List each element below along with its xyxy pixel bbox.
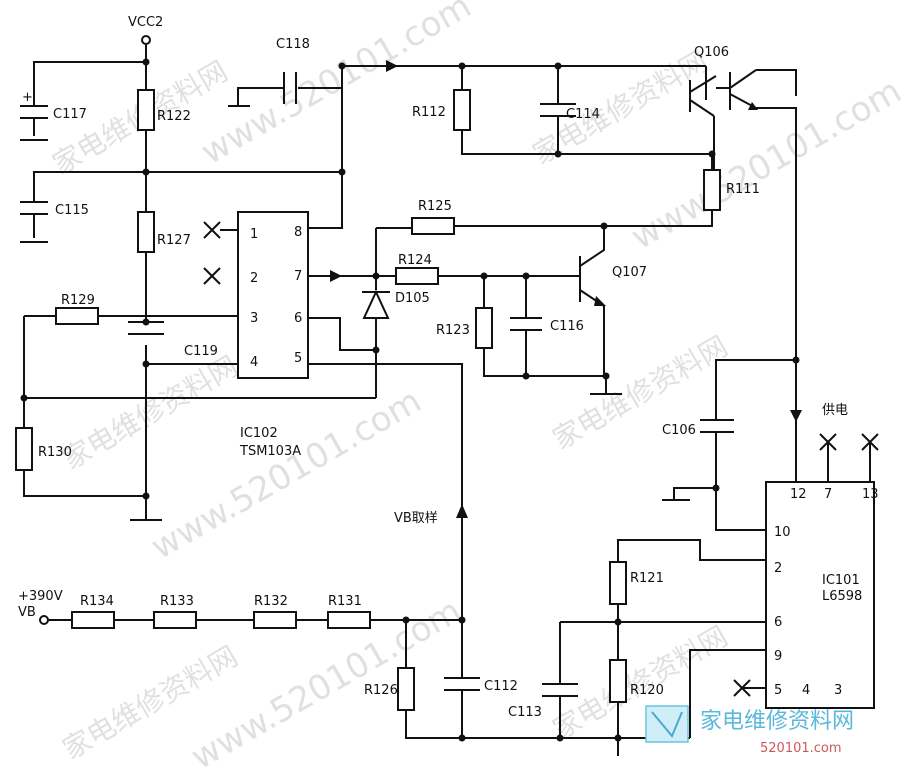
r132-label: R132 bbox=[254, 594, 288, 609]
vcc2-label: VCC2 bbox=[128, 15, 163, 30]
ic101-pin10: 10 bbox=[774, 525, 791, 540]
r120-label: R120 bbox=[630, 683, 664, 698]
ic102-pin3: 3 bbox=[250, 311, 258, 326]
ic101-pin2: 2 bbox=[774, 561, 782, 576]
r129-label: R129 bbox=[61, 293, 95, 308]
r111-label: R111 bbox=[726, 182, 760, 197]
c118-label: C118 bbox=[276, 37, 310, 52]
q106-label: Q106 bbox=[694, 45, 729, 60]
logo-cn-text: 家电维修资料网 bbox=[700, 709, 854, 734]
vb-terminal bbox=[39, 615, 49, 625]
ic101-pin4: 4 bbox=[802, 683, 810, 698]
watermark-cn: 家电维修资料网 bbox=[527, 44, 713, 171]
ic102-part: TSM103A bbox=[239, 444, 301, 459]
ic101-pin9: 9 bbox=[774, 649, 782, 664]
ic101-pin3: 3 bbox=[834, 683, 842, 698]
r130 bbox=[15, 427, 33, 471]
watermark-url: www.520101.com bbox=[195, 0, 479, 173]
q107-label: Q107 bbox=[612, 265, 647, 280]
power-supply-label: 供电 bbox=[822, 403, 848, 418]
c106-label: C106 bbox=[662, 423, 696, 438]
r120 bbox=[609, 659, 627, 703]
r121 bbox=[609, 561, 627, 605]
r111 bbox=[703, 169, 721, 211]
r127-label: R127 bbox=[157, 233, 191, 248]
ic102-ref: IC102 bbox=[240, 426, 278, 441]
ic102-body bbox=[237, 211, 309, 379]
r134 bbox=[71, 611, 115, 629]
ic102-pin1: 1 bbox=[250, 227, 258, 242]
c117-label: C117 bbox=[53, 107, 87, 122]
ic101-pin13: 13 bbox=[862, 487, 879, 502]
r122-label: R122 bbox=[157, 109, 191, 124]
vb-voltage-label: +390V bbox=[18, 589, 63, 604]
r123-label: R123 bbox=[436, 323, 470, 338]
r131 bbox=[327, 611, 371, 629]
r122 bbox=[137, 89, 155, 131]
ic102-pin2: 2 bbox=[250, 271, 258, 286]
r130-label: R130 bbox=[38, 445, 72, 460]
c114-label: C114 bbox=[566, 107, 600, 122]
r132 bbox=[253, 611, 297, 629]
ic101-body bbox=[765, 481, 875, 709]
r126 bbox=[397, 667, 415, 711]
r127 bbox=[137, 211, 155, 253]
watermark-cn: 家电维修资料网 bbox=[547, 329, 733, 456]
ic101-pin6: 6 bbox=[774, 615, 782, 630]
r133 bbox=[153, 611, 197, 629]
r112 bbox=[453, 89, 471, 131]
r134-label: R134 bbox=[80, 594, 114, 609]
r131-label: R131 bbox=[328, 594, 362, 609]
ic102-pin6: 6 bbox=[294, 311, 302, 326]
ic102-pin5: 5 bbox=[294, 351, 302, 366]
ic101-ref: IC101 bbox=[822, 573, 860, 588]
r125-label: R125 bbox=[418, 199, 452, 214]
r121-label: R121 bbox=[630, 571, 664, 586]
r124-label: R124 bbox=[398, 253, 432, 268]
ic101-pin7: 7 bbox=[824, 487, 832, 502]
ic101-pin12: 12 bbox=[790, 487, 807, 502]
vb-sample-label: VB取样 bbox=[394, 511, 438, 526]
c116-label: C116 bbox=[550, 319, 584, 334]
vb-name-label: VB bbox=[18, 605, 36, 620]
r133-label: R133 bbox=[160, 594, 194, 609]
r124 bbox=[395, 267, 439, 285]
r112-label: R112 bbox=[412, 105, 446, 120]
r125 bbox=[411, 217, 455, 235]
ic101-part: L6598 bbox=[822, 589, 862, 604]
r123 bbox=[475, 307, 493, 349]
vcc2-terminal bbox=[141, 35, 151, 45]
c115-label: C115 bbox=[55, 203, 89, 218]
svg-text:+: + bbox=[22, 90, 33, 105]
c112-label: C112 bbox=[484, 679, 518, 694]
ic102-pin7: 7 bbox=[294, 269, 302, 284]
r129 bbox=[55, 307, 99, 325]
ic101-pin5: 5 bbox=[774, 683, 782, 698]
watermark-cn: 家电维修资料网 bbox=[57, 349, 243, 476]
d105-label: D105 bbox=[395, 291, 430, 306]
c119-label: C119 bbox=[184, 344, 218, 359]
ic102-pin4: 4 bbox=[250, 355, 258, 370]
site-logo: 家电维修资料网 520101.com bbox=[645, 705, 854, 756]
c113-label: C113 bbox=[508, 705, 542, 720]
logo-url-text: 520101.com bbox=[760, 741, 842, 756]
ic102-pin8: 8 bbox=[294, 225, 302, 240]
r126-label: R126 bbox=[364, 683, 398, 698]
